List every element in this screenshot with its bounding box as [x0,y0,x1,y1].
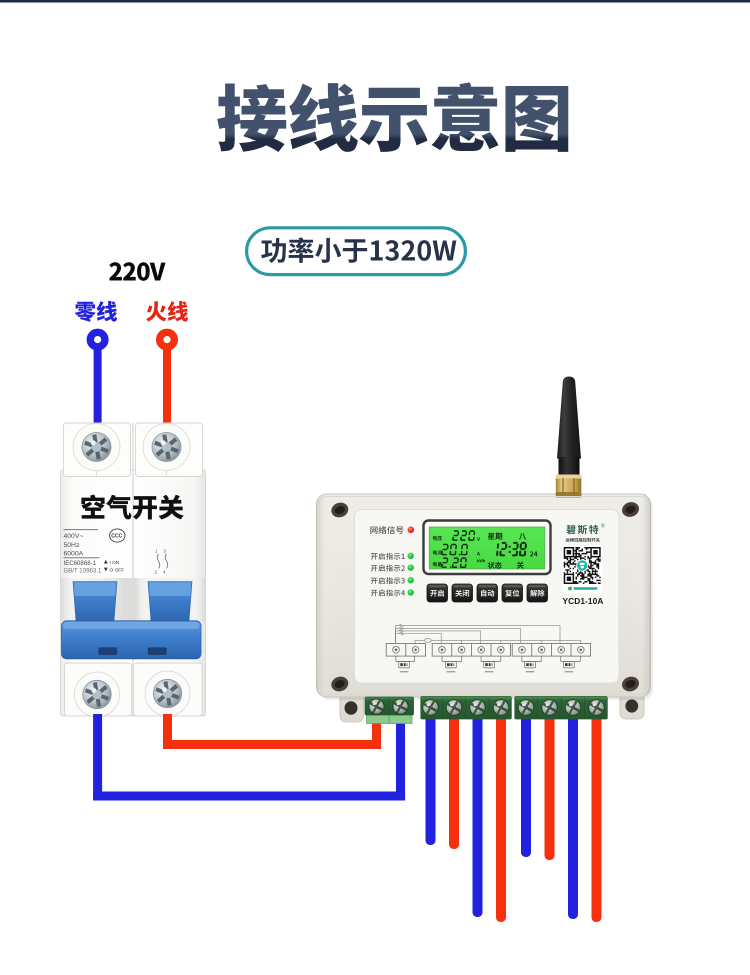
svg-text:3: 3 [164,549,167,554]
svg-text:50Hz: 50Hz [64,542,80,549]
svg-text:IEC60868-1: IEC60868-1 [64,560,97,567]
svg-text:4: 4 [163,570,166,575]
svg-text:1: 1 [155,549,158,554]
svg-text:CCC: CCC [111,534,122,540]
svg-text:YCD1-10A: YCD1-10A [563,596,604,606]
svg-text:6000A: 6000A [64,550,84,557]
svg-text:I ON: I ON [110,560,120,566]
svg-text:®: ® [601,523,605,530]
svg-text:O OFF: O OFF [110,567,125,573]
svg-text:GB/T 10963.1: GB/T 10963.1 [64,568,102,575]
svg-text:2: 2 [155,570,158,575]
svg-text:400V~: 400V~ [64,533,84,540]
